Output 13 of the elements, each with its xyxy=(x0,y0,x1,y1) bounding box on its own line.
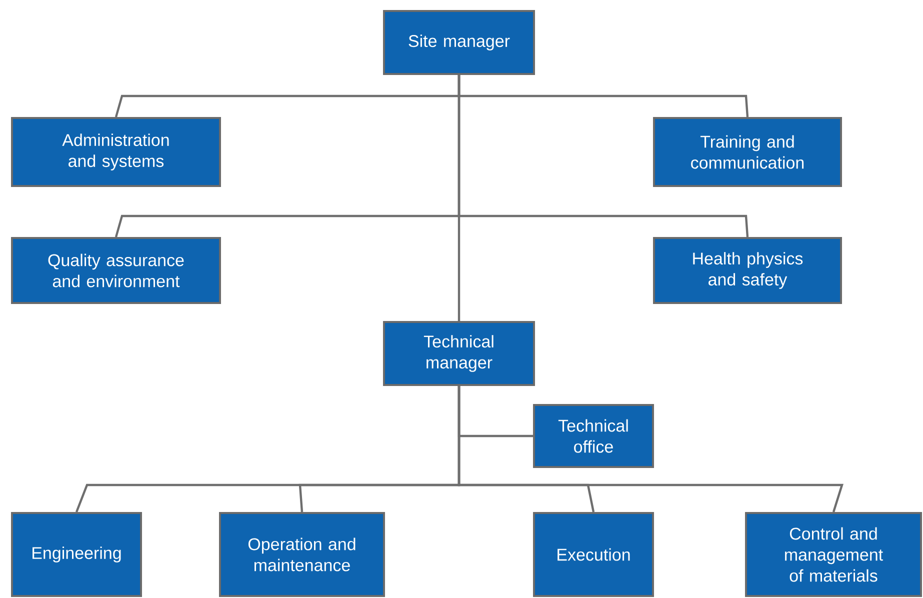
org-box: Engineering xyxy=(11,512,142,597)
org-box: Health physics and safety xyxy=(653,237,842,304)
org-box: Execution xyxy=(533,512,654,597)
org-box: Operation and maintenance xyxy=(219,512,385,597)
connector-line xyxy=(458,386,844,512)
org-box: Training and communication xyxy=(653,117,842,187)
org-box: Technical office xyxy=(533,404,654,468)
connector-line xyxy=(458,75,460,321)
org-box: Quality assurance and environment xyxy=(11,237,221,304)
org-box: Control and management of materials xyxy=(745,512,922,597)
org-box: Site manager xyxy=(383,10,535,75)
org-box: Administration and systems xyxy=(11,117,221,187)
org-box: Technical manager xyxy=(383,321,535,386)
